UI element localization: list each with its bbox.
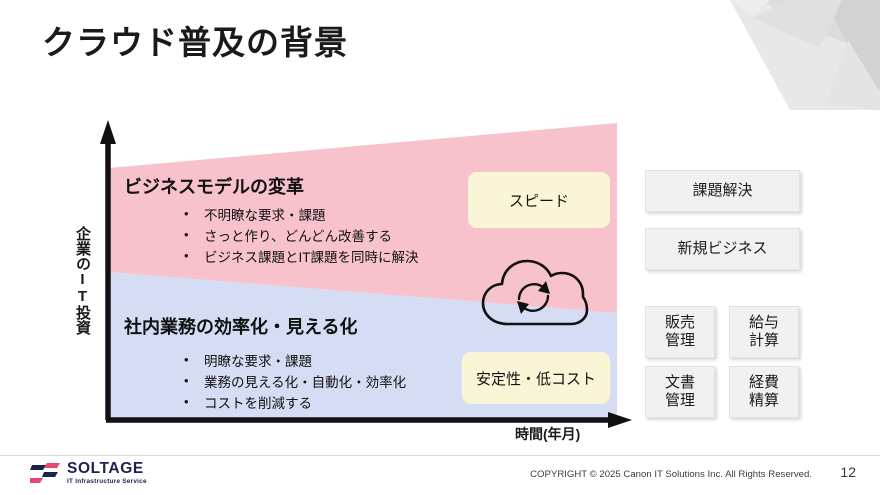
logo-tagline: IT Infrastructure Service — [67, 477, 147, 485]
lower-band-title: 社内業務の効率化・見える化 — [124, 317, 358, 337]
upper-band-bullets: 不明瞭な要求・課題 さっと作り、どんどん改善する ビジネス課題とIT課題を同時に… — [182, 204, 419, 268]
upper-band-title: ビジネスモデルの変革 — [124, 177, 304, 197]
callout-stability: 安定性・低コスト — [462, 352, 610, 404]
callout-speed: スピード — [468, 172, 610, 228]
page-number: 12 — [840, 464, 856, 480]
y-axis-arrow — [100, 120, 116, 420]
corner-decoration — [730, 0, 880, 110]
x-axis-arrow — [106, 412, 632, 428]
y-axis-label: 企業のIT投資 — [74, 226, 91, 335]
card-document-management[interactable]: 文書 管理 — [645, 366, 715, 418]
lower-band-bullets: 明瞭な要求・課題 業務の見える化・自動化・効率化 コストを削減する — [182, 350, 406, 414]
list-item: 業務の見える化・自動化・効率化 — [182, 371, 406, 393]
card-new-business[interactable]: 新規ビジネス — [645, 228, 800, 270]
soltage-logo-text: SOLTAGE IT Infrastructure Service — [67, 461, 147, 485]
card-sales-management[interactable]: 販売 管理 — [645, 306, 715, 358]
card-payroll-calculation[interactable]: 給与 計算 — [729, 306, 799, 358]
footer-divider — [0, 455, 880, 456]
page-title: クラウド普及の背景 — [42, 24, 348, 61]
logo-name: SOLTAGE — [67, 460, 144, 477]
list-item: コストを削減する — [182, 392, 406, 414]
card-issue-resolution[interactable]: 課題解決 — [645, 170, 800, 212]
soltage-logo-mark — [30, 462, 60, 483]
list-item: 明瞭な要求・課題 — [182, 350, 406, 372]
copyright-text: COPYRIGHT © 2025 Canon IT Solutions Inc.… — [530, 469, 812, 480]
list-item: さっと作り、どんどん改善する — [182, 225, 419, 247]
list-item: 不明瞭な要求・課題 — [182, 204, 419, 226]
cloud-sync-icon — [481, 259, 589, 326]
card-expense-settlement[interactable]: 経費 精算 — [729, 366, 799, 418]
x-axis-label: 時間(年月) — [515, 426, 581, 442]
soltage-logo: SOLTAGE IT Infrastructure Service — [30, 461, 147, 485]
list-item: ビジネス課題とIT課題を同時に解決 — [182, 246, 419, 268]
